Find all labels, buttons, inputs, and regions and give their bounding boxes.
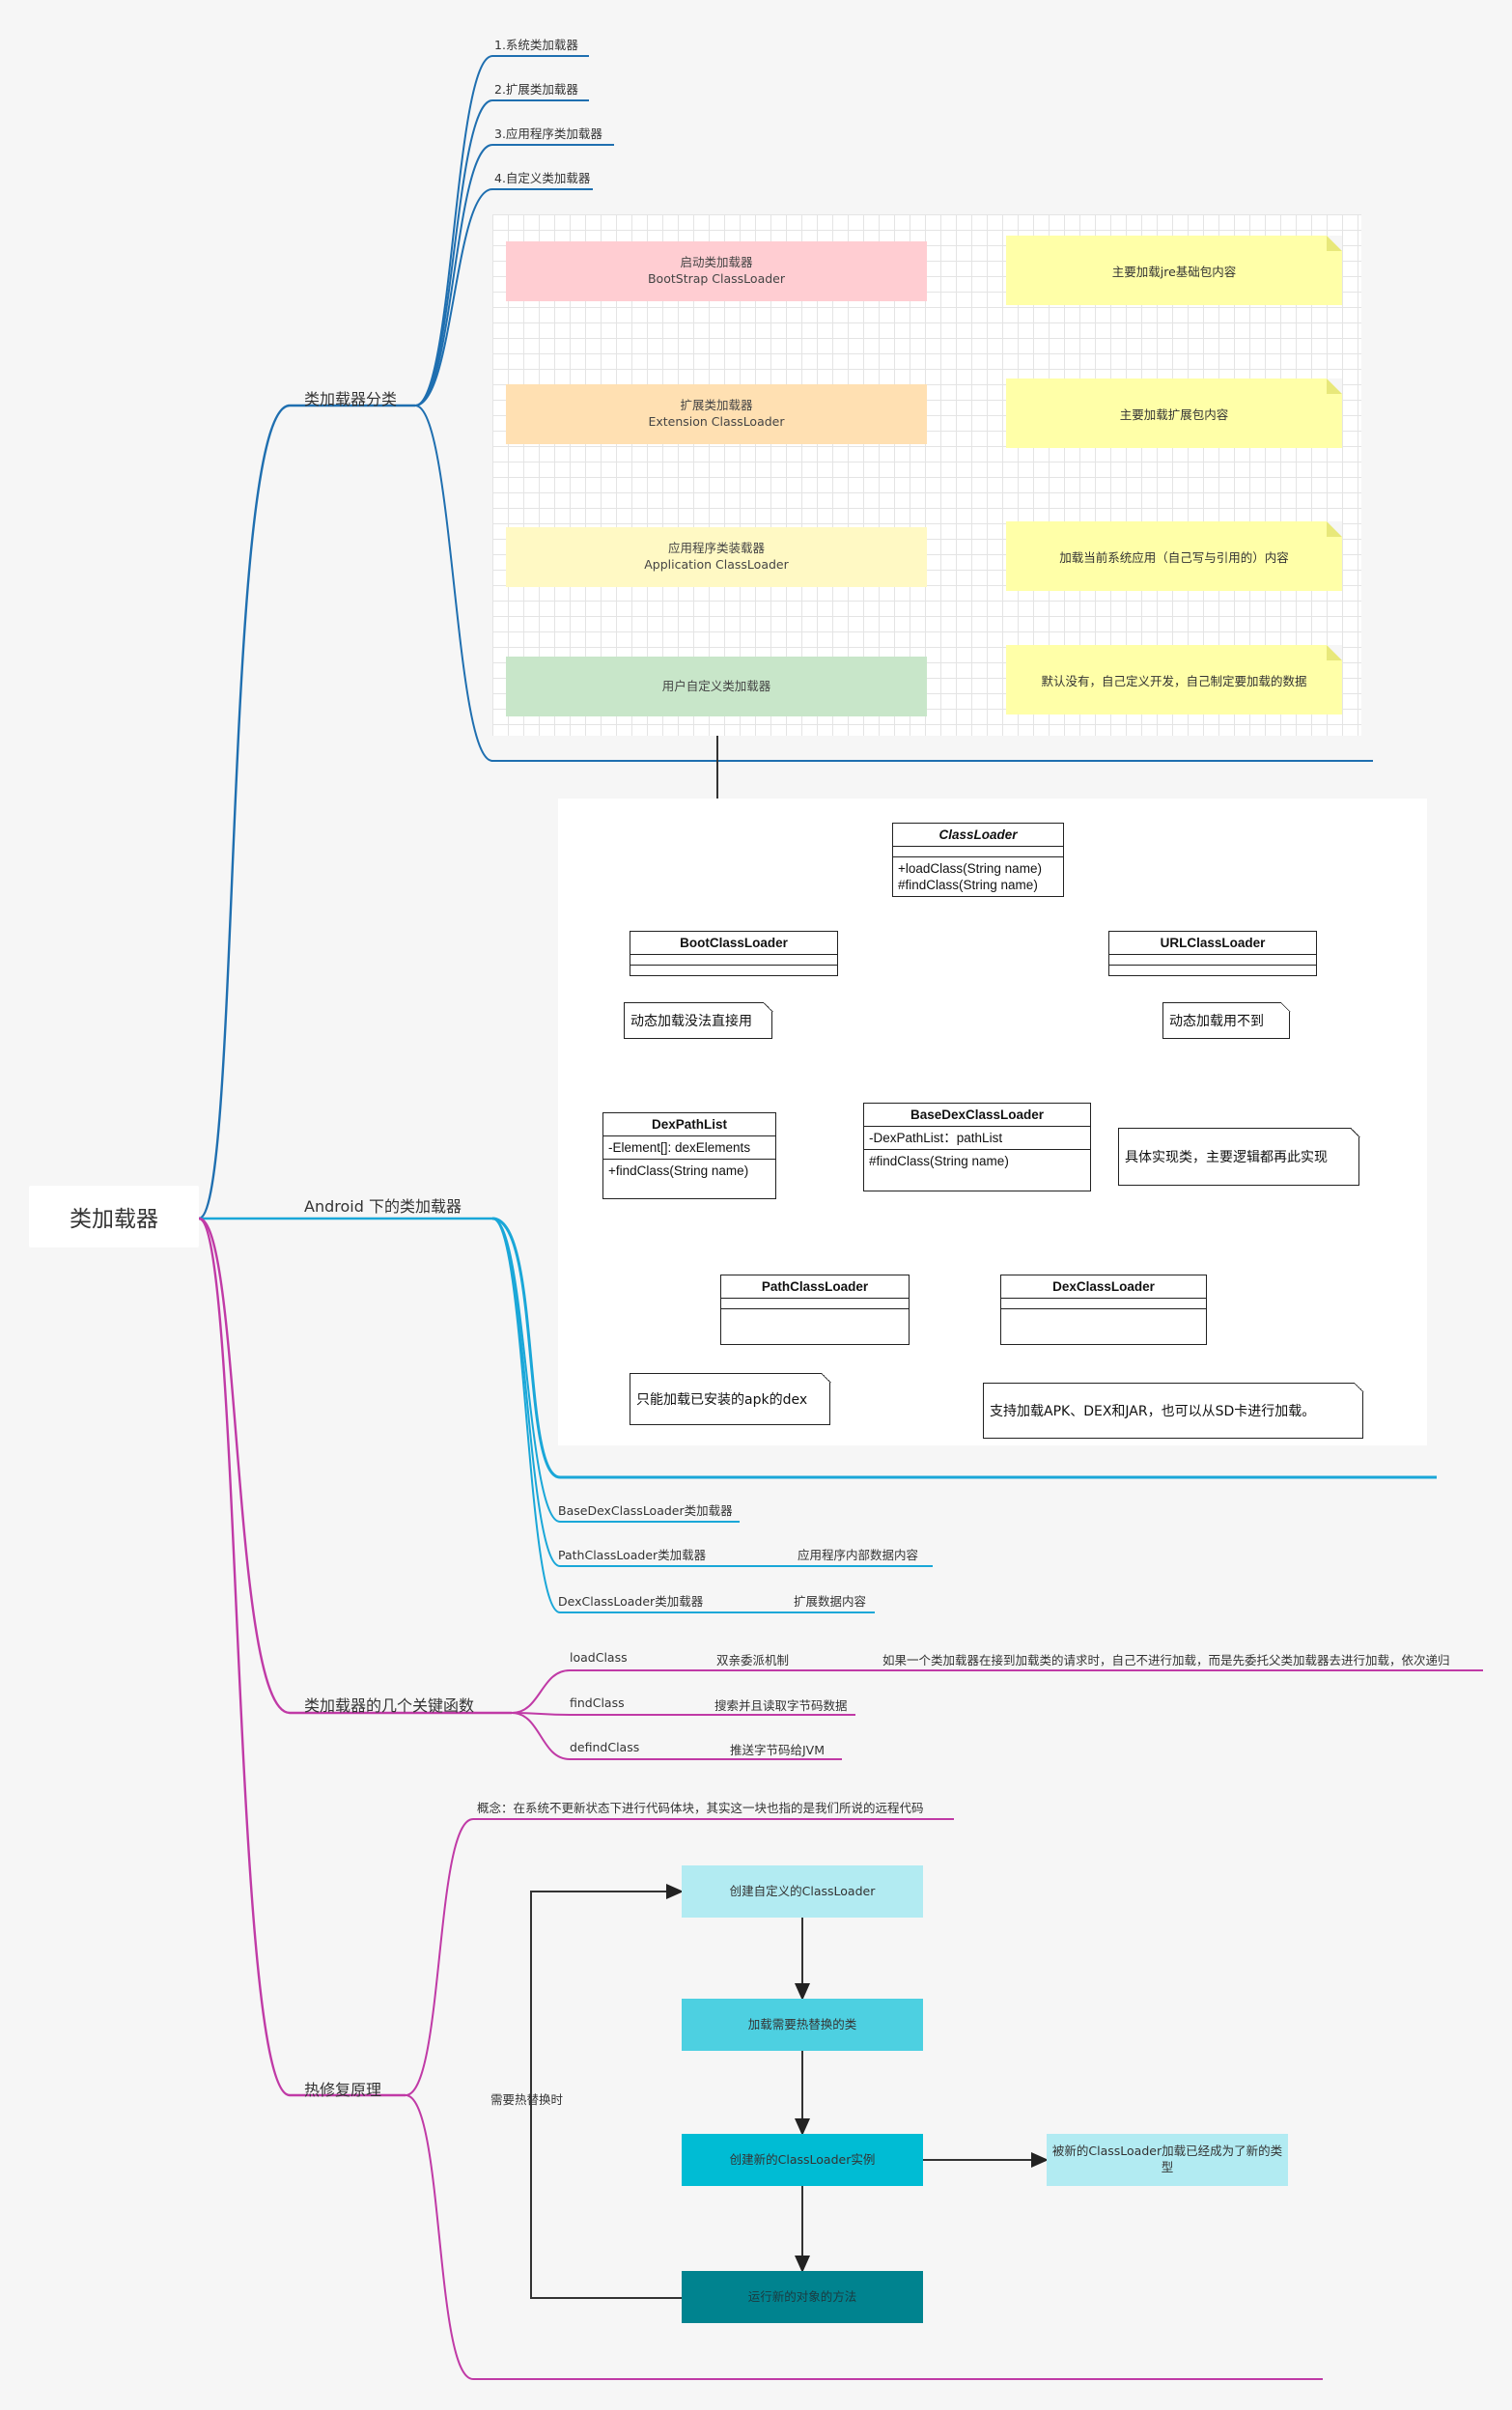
edge-root-functions <box>198 1217 512 1715</box>
flow-box-bootstrap-cn: 启动类加载器 <box>680 255 753 270</box>
uml-classloader-method-2: #findClass(String name) <box>898 878 1038 892</box>
uml-class-dexclassloader[interactable]: DexClassLoader <box>1000 1275 1207 1345</box>
edge-android-dex <box>491 1218 875 1613</box>
note-custom[interactable]: 默认没有，自己定义开发，自己制定要加载的数据 <box>1006 645 1342 715</box>
uml-path-fields <box>721 1299 909 1309</box>
edge-classification-item-4 <box>414 188 593 406</box>
classification-item-3[interactable]: 3.应用程序类加载器 <box>494 126 602 141</box>
hotfix-side-note[interactable]: 被新的ClassLoader加载已经成为了新的类型 <box>1047 2134 1288 2186</box>
uml-note-url[interactable]: 动态加载用不到 <box>1162 1001 1291 1039</box>
edge-hotfix-panel <box>405 2094 1323 2380</box>
uml-basedex-name: BaseDexClassLoader <box>864 1104 1090 1127</box>
branch-hotfix[interactable]: 热修复原理 <box>304 2081 382 2099</box>
uml-basedex-method: #findClass(String name) <box>869 1154 1009 1168</box>
flow-box-extension-en: Extension ClassLoader <box>648 414 785 429</box>
uml-classloader-fields <box>893 847 1063 857</box>
root-label: 类加载器 <box>70 1207 158 1232</box>
flow-box-application-en: Application ClassLoader <box>644 557 789 572</box>
uml-classloader-methods: +loadClass(String name) #findClass(Strin… <box>893 857 1063 896</box>
uml-note-basedex[interactable]: 具体实现类，主要逻辑都再此实现 <box>1118 1127 1360 1186</box>
edge-hotfix-concept <box>405 1818 954 2096</box>
classification-item-1[interactable]: 1.系统类加载器 <box>494 38 578 52</box>
edge-classification-item-2 <box>414 99 589 406</box>
root-node[interactable]: 类加载器 <box>29 1186 199 1247</box>
uml-url-name: URLClassLoader <box>1109 932 1316 955</box>
uml-path-methods <box>721 1309 909 1344</box>
classification-item-2[interactable]: 2.扩展类加载器 <box>494 82 578 97</box>
flow-box-application[interactable]: 应用程序类装载器 Application ClassLoader <box>506 527 927 587</box>
function-defindclass[interactable]: defindClass <box>570 1740 640 1754</box>
flow-box-extension-cn: 扩展类加载器 <box>680 398 753 413</box>
hotfix-step-3[interactable]: 创建新的ClassLoader实例 <box>682 2134 923 2186</box>
uml-path-name: PathClassLoader <box>721 1275 909 1299</box>
uml-class-classloader[interactable]: ClassLoader +loadClass(String name) #fin… <box>892 823 1064 897</box>
uml-class-pathclassloader[interactable]: PathClassLoader <box>720 1275 910 1345</box>
flow-box-custom-cn: 用户自定义类加载器 <box>661 678 771 693</box>
flow-box-bootstrap[interactable]: 启动类加载器 BootStrap ClassLoader <box>506 241 927 301</box>
android-item-path[interactable]: PathClassLoader类加载器 <box>558 1548 707 1562</box>
uml-boot-fields <box>630 955 837 966</box>
edge-function-1 <box>511 1669 1483 1714</box>
hotfix-step-2[interactable]: 加载需要热替换的类 <box>682 1999 923 2051</box>
function-loadclass[interactable]: loadClass <box>570 1650 628 1665</box>
uml-note-dex[interactable]: 支持加载APK、DEX和JAR，也可以从SD卡进行加载。 <box>983 1382 1364 1439</box>
edge-root-hotfix <box>198 1217 406 2097</box>
note-bootstrap[interactable]: 主要加载jre基础包内容 <box>1006 236 1342 305</box>
edge-classification-panel <box>414 405 1373 762</box>
uml-boot-methods <box>630 966 837 975</box>
edge-classification-item-3 <box>414 144 614 406</box>
edge-function-3 <box>511 1712 842 1760</box>
function-loadclass-extra[interactable]: 如果一个类加载器在接到加载类的请求时，自己不进行加载，而是先委托父类加载器去进行… <box>882 1653 1450 1667</box>
uml-dex-methods <box>1001 1309 1206 1344</box>
uml-dex-fields <box>1001 1299 1206 1309</box>
flow-box-custom[interactable]: 用户自定义类加载器 <box>506 657 927 716</box>
uml-url-methods <box>1109 966 1316 975</box>
uml-dexpathlist-name: DexPathList <box>603 1113 775 1136</box>
note-extension[interactable]: 主要加载扩展包内容 <box>1006 378 1342 448</box>
uml-class-basedexclassloader[interactable]: BaseDexClassLoader -DexPathList：pathList… <box>863 1103 1091 1191</box>
uml-boot-name: BootClassLoader <box>630 932 837 955</box>
android-item-dex-desc[interactable]: 扩展数据内容 <box>794 1594 867 1609</box>
uml-dexpathlist-method: +findClass(String name) <box>608 1163 749 1178</box>
uml-classloader-method-1: +loadClass(String name) <box>898 861 1042 876</box>
hotfix-loop-arrow <box>530 1884 684 2299</box>
hotfix-step-4[interactable]: 运行新的对象的方法 <box>682 2271 923 2323</box>
uml-dexpathlist-field: -Element[]: dexElements <box>603 1136 775 1160</box>
edge-function-2 <box>511 1712 855 1716</box>
uml-class-bootclassloader[interactable]: BootClassLoader <box>630 931 838 976</box>
flow-box-bootstrap-en: BootStrap ClassLoader <box>647 271 786 286</box>
android-item-path-desc[interactable]: 应用程序内部数据内容 <box>798 1548 919 1562</box>
function-findclass[interactable]: findClass <box>570 1695 625 1710</box>
android-item-dex[interactable]: DexClassLoader类加载器 <box>558 1594 704 1609</box>
uml-classloader-name: ClassLoader <box>893 824 1063 847</box>
uml-note-path[interactable]: 只能加载已安装的apk的dex <box>630 1372 831 1425</box>
uml-dex-name: DexClassLoader <box>1001 1275 1206 1299</box>
branch-classification[interactable]: 类加载器分类 <box>304 390 398 408</box>
edge-root-classification <box>198 404 415 1220</box>
hotfix-loop-label: 需要热替换时 <box>490 2092 564 2107</box>
uml-class-dexpathlist[interactable]: DexPathList -Element[]: dexElements +fin… <box>602 1112 776 1199</box>
branch-android[interactable]: Android 下的类加载器 <box>304 1197 462 1216</box>
uml-class-urlclassloader[interactable]: URLClassLoader <box>1108 931 1317 976</box>
edge-android-panel <box>491 1217 1437 1479</box>
android-item-basedex[interactable]: BaseDexClassLoader类加载器 <box>558 1503 733 1518</box>
uml-basedex-field: -DexPathList：pathList <box>864 1127 1090 1150</box>
uml-url-fields <box>1109 955 1316 966</box>
hotfix-step-1[interactable]: 创建自定义的ClassLoader <box>682 1865 923 1918</box>
flow-box-extension[interactable]: 扩展类加载器 Extension ClassLoader <box>506 384 927 444</box>
hotfix-concept[interactable]: 概念：在系统不更新状态下进行代码体块，其实这一块也指的是我们所说的远程代码 <box>477 1801 924 1815</box>
branch-functions[interactable]: 类加载器的几个关键函数 <box>304 1696 475 1715</box>
classloader-hierarchy-panel: 启动类加载器 BootStrap ClassLoader 扩展类加载器 Exte… <box>492 214 1361 736</box>
function-defindclass-desc[interactable]: 推送字节码给JVM <box>730 1743 826 1757</box>
flow-box-application-cn: 应用程序类装载器 <box>667 541 765 556</box>
note-application[interactable]: 加载当前系统应用（自己写与引用的）内容 <box>1006 521 1342 591</box>
uml-note-boot[interactable]: 动态加载没法直接用 <box>624 1001 773 1039</box>
function-findclass-desc[interactable]: 搜索并且读取字节码数据 <box>714 1698 848 1713</box>
function-loadclass-desc[interactable]: 双亲委派机制 <box>716 1653 790 1667</box>
classification-item-4[interactable]: 4.自定义类加载器 <box>494 171 591 185</box>
